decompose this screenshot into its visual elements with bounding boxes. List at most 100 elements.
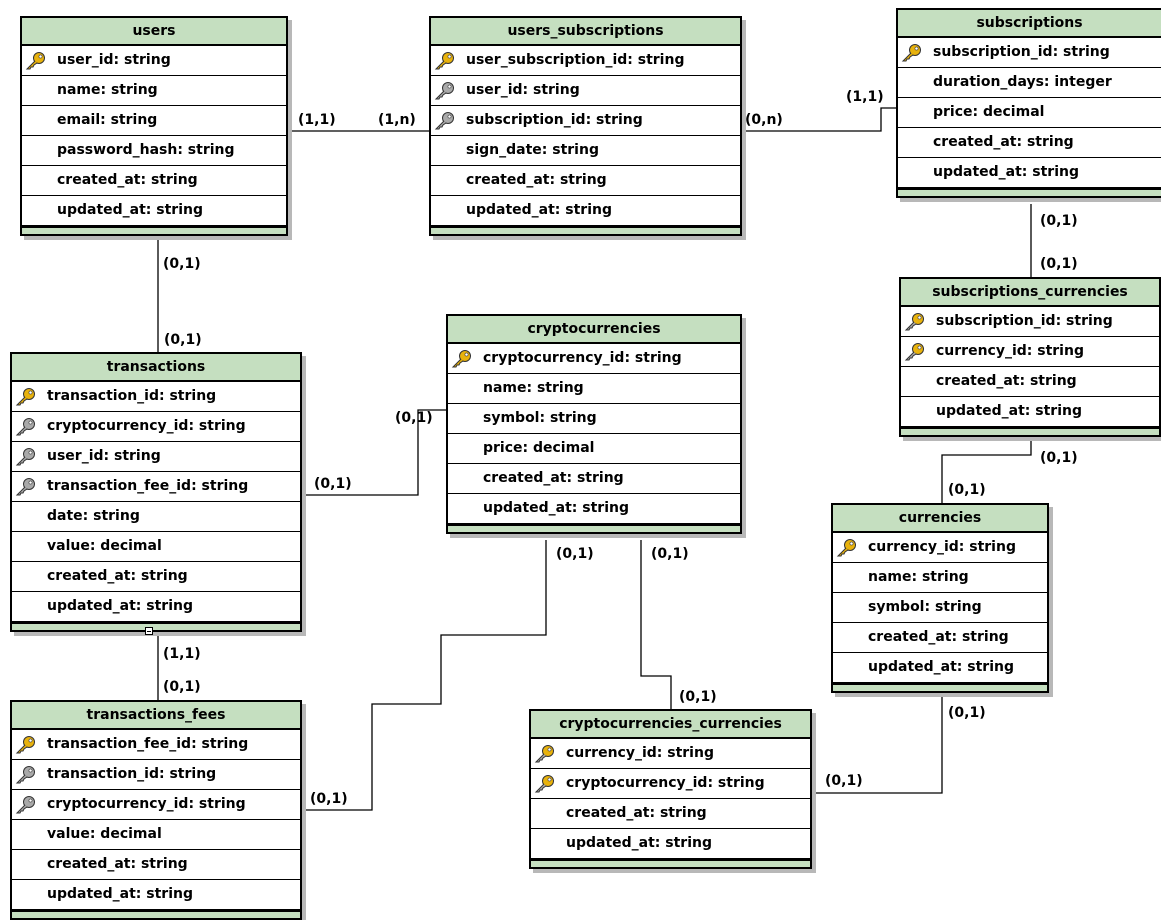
attribute-row[interactable]: user_id: string [431, 76, 740, 106]
foreign-key-icon [433, 111, 457, 131]
attribute-label: price: decimal [483, 440, 595, 456]
attribute-row[interactable]: created_at: string [431, 166, 740, 196]
attribute-row[interactable]: currency_id: string [531, 739, 810, 769]
attribute-row[interactable]: user_subscription_id: string [431, 46, 740, 76]
attribute-row[interactable]: updated_at: string [22, 196, 286, 226]
attribute-row[interactable]: transaction_id: string [12, 382, 300, 412]
attribute-row[interactable]: created_at: string [901, 367, 1159, 397]
primary-foreign-key-icon [903, 312, 927, 332]
attribute-row[interactable]: transaction_fee_id: string [12, 472, 300, 502]
attribute-row[interactable]: name: string [833, 563, 1047, 593]
entity-footer [12, 910, 300, 918]
attribute-row[interactable]: value: decimal [12, 820, 300, 850]
attribute-row[interactable]: updated_at: string [448, 494, 740, 524]
attribute-row[interactable]: updated_at: string [12, 880, 300, 910]
primary-key-icon [433, 51, 457, 71]
attribute-row[interactable]: created_at: string [22, 166, 286, 196]
attribute-label: currency_id: string [936, 343, 1084, 359]
attribute-row[interactable]: cryptocurrency_id: string [531, 769, 810, 799]
attribute-row[interactable]: price: decimal [898, 98, 1161, 128]
attribute-row[interactable]: updated_at: string [898, 158, 1161, 188]
cardinality-label: (0,1) [948, 705, 986, 721]
attribute-label: created_at: string [47, 856, 188, 872]
attribute-row[interactable]: transaction_id: string [12, 760, 300, 790]
attribute-label: symbol: string [483, 410, 597, 426]
attribute-row[interactable]: date: string [12, 502, 300, 532]
entity-title: cryptocurrencies [448, 316, 740, 344]
attribute-label: created_at: string [933, 134, 1074, 150]
relationship-cryptocurrencies-transactions-fees [302, 540, 547, 811]
attribute-row[interactable]: created_at: string [448, 464, 740, 494]
attribute-label: email: string [57, 112, 158, 128]
attribute-row[interactable]: duration_days: integer [898, 68, 1161, 98]
attribute-label: updated_at: string [466, 202, 612, 218]
primary-key-icon [14, 735, 38, 755]
attribute-row[interactable]: currency_id: string [901, 337, 1159, 367]
entity-title: users_subscriptions [431, 18, 740, 46]
primary-key-icon [24, 51, 48, 71]
attribute-label: user_id: string [57, 52, 171, 68]
attribute-row[interactable]: created_at: string [531, 799, 810, 829]
attribute-label: updated_at: string [57, 202, 203, 218]
attribute-row[interactable]: updated_at: string [901, 397, 1159, 427]
relationship-cryptocurrencies-cc [640, 540, 672, 709]
entity-footer [431, 226, 740, 234]
attribute-row[interactable]: updated_at: string [431, 196, 740, 226]
attribute-row[interactable]: user_id: string [22, 46, 286, 76]
entity-footer [898, 188, 1161, 196]
attribute-row[interactable]: cryptocurrency_id: string [448, 344, 740, 374]
attribute-row[interactable]: value: decimal [12, 532, 300, 562]
cardinality-label: (1,1) [298, 112, 336, 128]
cardinality-label: (1,1) [846, 89, 884, 105]
primary-key-icon [450, 349, 474, 369]
attribute-row[interactable]: sign_date: string [431, 136, 740, 166]
attribute-label: date: string [47, 508, 140, 524]
attribute-row[interactable]: updated_at: string [12, 592, 300, 622]
attribute-row[interactable]: cryptocurrency_id: string [12, 412, 300, 442]
attribute-row[interactable]: created_at: string [12, 562, 300, 592]
attribute-label: updated_at: string [483, 500, 629, 516]
attribute-row[interactable]: created_at: string [898, 128, 1161, 158]
attribute-label: password_hash: string [57, 142, 235, 158]
attribute-label: name: string [868, 569, 969, 585]
attribute-label: transaction_fee_id: string [47, 478, 249, 494]
attribute-label: cryptocurrency_id: string [566, 775, 765, 791]
attribute-row[interactable]: email: string [22, 106, 286, 136]
attribute-row[interactable]: subscription_id: string [901, 307, 1159, 337]
attribute-row[interactable]: password_hash: string [22, 136, 286, 166]
collapse-toggle[interactable] [145, 627, 153, 635]
attribute-row[interactable]: price: decimal [448, 434, 740, 464]
attribute-row[interactable]: name: string [448, 374, 740, 404]
foreign-key-icon [14, 765, 38, 785]
attribute-row[interactable]: cryptocurrency_id: string [12, 790, 300, 820]
attribute-row[interactable]: updated_at: string [531, 829, 810, 859]
attribute-row[interactable]: name: string [22, 76, 286, 106]
cardinality-label: (0,1) [163, 256, 201, 272]
entity-footer [531, 859, 810, 867]
attribute-row[interactable]: transaction_fee_id: string [12, 730, 300, 760]
entity-title: transactions_fees [12, 702, 300, 730]
attribute-row[interactable]: subscription_id: string [898, 38, 1161, 68]
cardinality-label: (0,1) [679, 689, 717, 705]
attribute-row[interactable]: currency_id: string [833, 533, 1047, 563]
attribute-row[interactable]: updated_at: string [833, 653, 1047, 683]
attribute-label: updated_at: string [47, 886, 193, 902]
relationship-subscriptions-currencies-currencies [941, 438, 1032, 503]
attribute-row[interactable]: created_at: string [833, 623, 1047, 653]
attribute-row[interactable]: symbol: string [833, 593, 1047, 623]
attribute-row[interactable]: symbol: string [448, 404, 740, 434]
attribute-row[interactable]: subscription_id: string [431, 106, 740, 136]
attribute-row[interactable]: user_id: string [12, 442, 300, 472]
attribute-label: updated_at: string [868, 659, 1014, 675]
attribute-row[interactable]: created_at: string [12, 850, 300, 880]
